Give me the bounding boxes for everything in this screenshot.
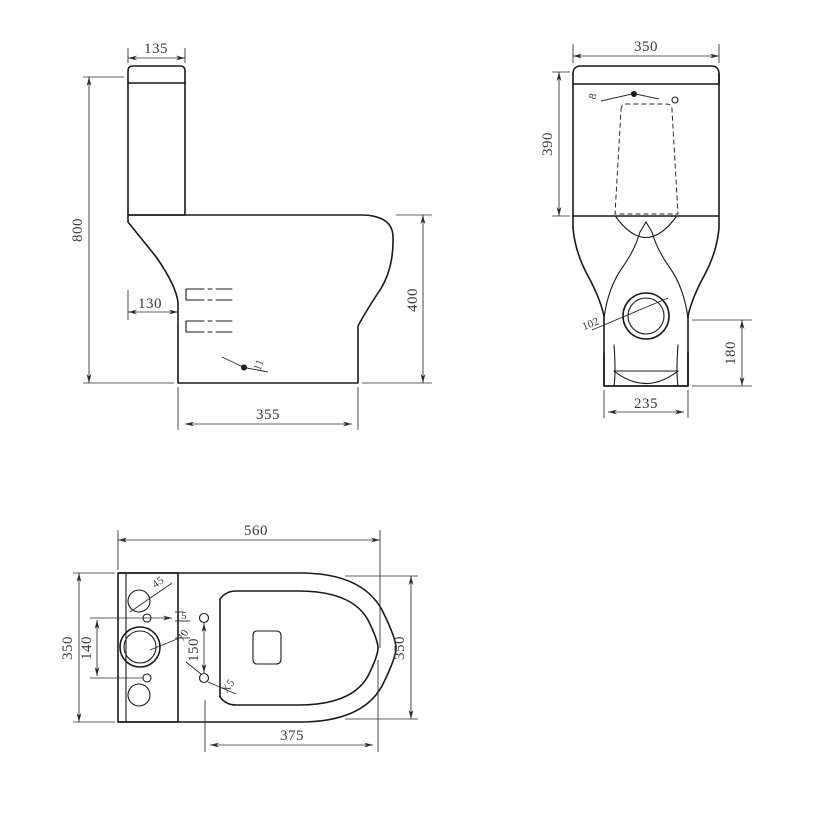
cistern-hole-lower bbox=[127, 683, 151, 707]
outlet-circle-outer bbox=[622, 292, 670, 340]
cistern-body-front bbox=[572, 73, 720, 217]
dim-label-140: 140 bbox=[79, 636, 95, 660]
dimension-bolt-spacing-140: 140 bbox=[79, 617, 143, 679]
dim-label-355: 355 bbox=[256, 407, 280, 423]
dimension-seat-height-400: 400 bbox=[362, 214, 432, 384]
dimension-foot-height-180: 180 bbox=[692, 319, 752, 387]
flush-aperture bbox=[252, 630, 282, 665]
leader-note-5: 5 bbox=[175, 610, 190, 622]
dimension-bowl-length-375: 375 bbox=[204, 660, 379, 752]
pan-outer-outline bbox=[117, 572, 397, 723]
leader-note-8: 8 bbox=[587, 91, 660, 102]
leader-note-70: 70 bbox=[149, 627, 192, 651]
cistern-outlet-outer bbox=[119, 626, 161, 668]
front-elevation-view: 350 390 8 102 180 bbox=[540, 39, 752, 418]
dim-label-130: 130 bbox=[138, 296, 162, 312]
seat-outline bbox=[219, 590, 379, 706]
dimension-pan-projection-130: 130 bbox=[127, 290, 179, 325]
leader-label-70: 70 bbox=[175, 627, 191, 643]
foot-arc-cutout bbox=[613, 370, 679, 384]
dim-label-180: 180 bbox=[723, 341, 739, 365]
dim-label-560: 560 bbox=[244, 523, 268, 539]
dimension-foot-width-235: 235 bbox=[603, 390, 689, 418]
dimension-base-length-355: 355 bbox=[177, 387, 359, 430]
seat-bolt-upper bbox=[198, 612, 210, 624]
seat-bolt-lower bbox=[198, 672, 210, 684]
skirt-contour-right bbox=[645, 221, 689, 319]
dimension-plan-width-350-right: 350 bbox=[345, 575, 418, 720]
cistern-lid-outline bbox=[127, 65, 186, 84]
foot-inner-right bbox=[676, 344, 679, 387]
dim-label-350-right: 350 bbox=[392, 636, 408, 660]
side-elevation-view: 135 800 130 400 355 bbox=[70, 41, 432, 430]
foot-block-outline bbox=[603, 352, 689, 387]
dim-label-350-top: 350 bbox=[634, 39, 658, 55]
cistern-hole-upper bbox=[127, 589, 151, 613]
dim-label-235: 235 bbox=[634, 396, 658, 412]
dim-label-390: 390 bbox=[540, 132, 556, 156]
dimension-plan-width-350-left: 350 bbox=[60, 572, 115, 723]
foot-inner-left bbox=[613, 344, 616, 387]
leader-note-102: 102 bbox=[581, 297, 669, 333]
leader-note-11: 11 bbox=[221, 356, 269, 373]
skirt-contour-left bbox=[603, 221, 647, 319]
dim-label-150: 150 bbox=[186, 638, 202, 662]
dimension-cistern-width-350: 350 bbox=[572, 39, 720, 63]
plan-view: 560 350 350 375 140 bbox=[60, 523, 418, 752]
dim-label-375: 375 bbox=[280, 728, 304, 744]
dim-label-135: 135 bbox=[144, 41, 168, 57]
outlet-circle-inner bbox=[627, 297, 665, 335]
leader-label-8: 8 bbox=[587, 92, 600, 101]
dimension-overall-length-560: 560 bbox=[117, 523, 381, 648]
cistern-outlet-inner bbox=[123, 630, 157, 664]
seat-hinge-marks bbox=[185, 288, 233, 333]
pan-body-outline bbox=[127, 214, 394, 384]
leader-label-11: 11 bbox=[252, 358, 267, 373]
cistern-fixing-hole bbox=[671, 96, 679, 104]
pan-rim-arc bbox=[615, 216, 677, 239]
cistern-lid-front bbox=[572, 65, 720, 85]
dim-label-350-left: 350 bbox=[60, 636, 76, 660]
dim-label-400: 400 bbox=[405, 288, 421, 312]
dimension-cistern-height-390: 390 bbox=[540, 71, 570, 217]
dim-label-800: 800 bbox=[70, 218, 86, 242]
cistern-internal-tank-hidden bbox=[614, 103, 679, 215]
dimension-seat-bolt-150: 150 bbox=[186, 623, 207, 673]
dimension-total-height-800: 800 bbox=[70, 76, 174, 384]
dimension-cistern-width-135: 135 bbox=[127, 41, 186, 63]
leader-label-5: 5 bbox=[181, 610, 187, 622]
